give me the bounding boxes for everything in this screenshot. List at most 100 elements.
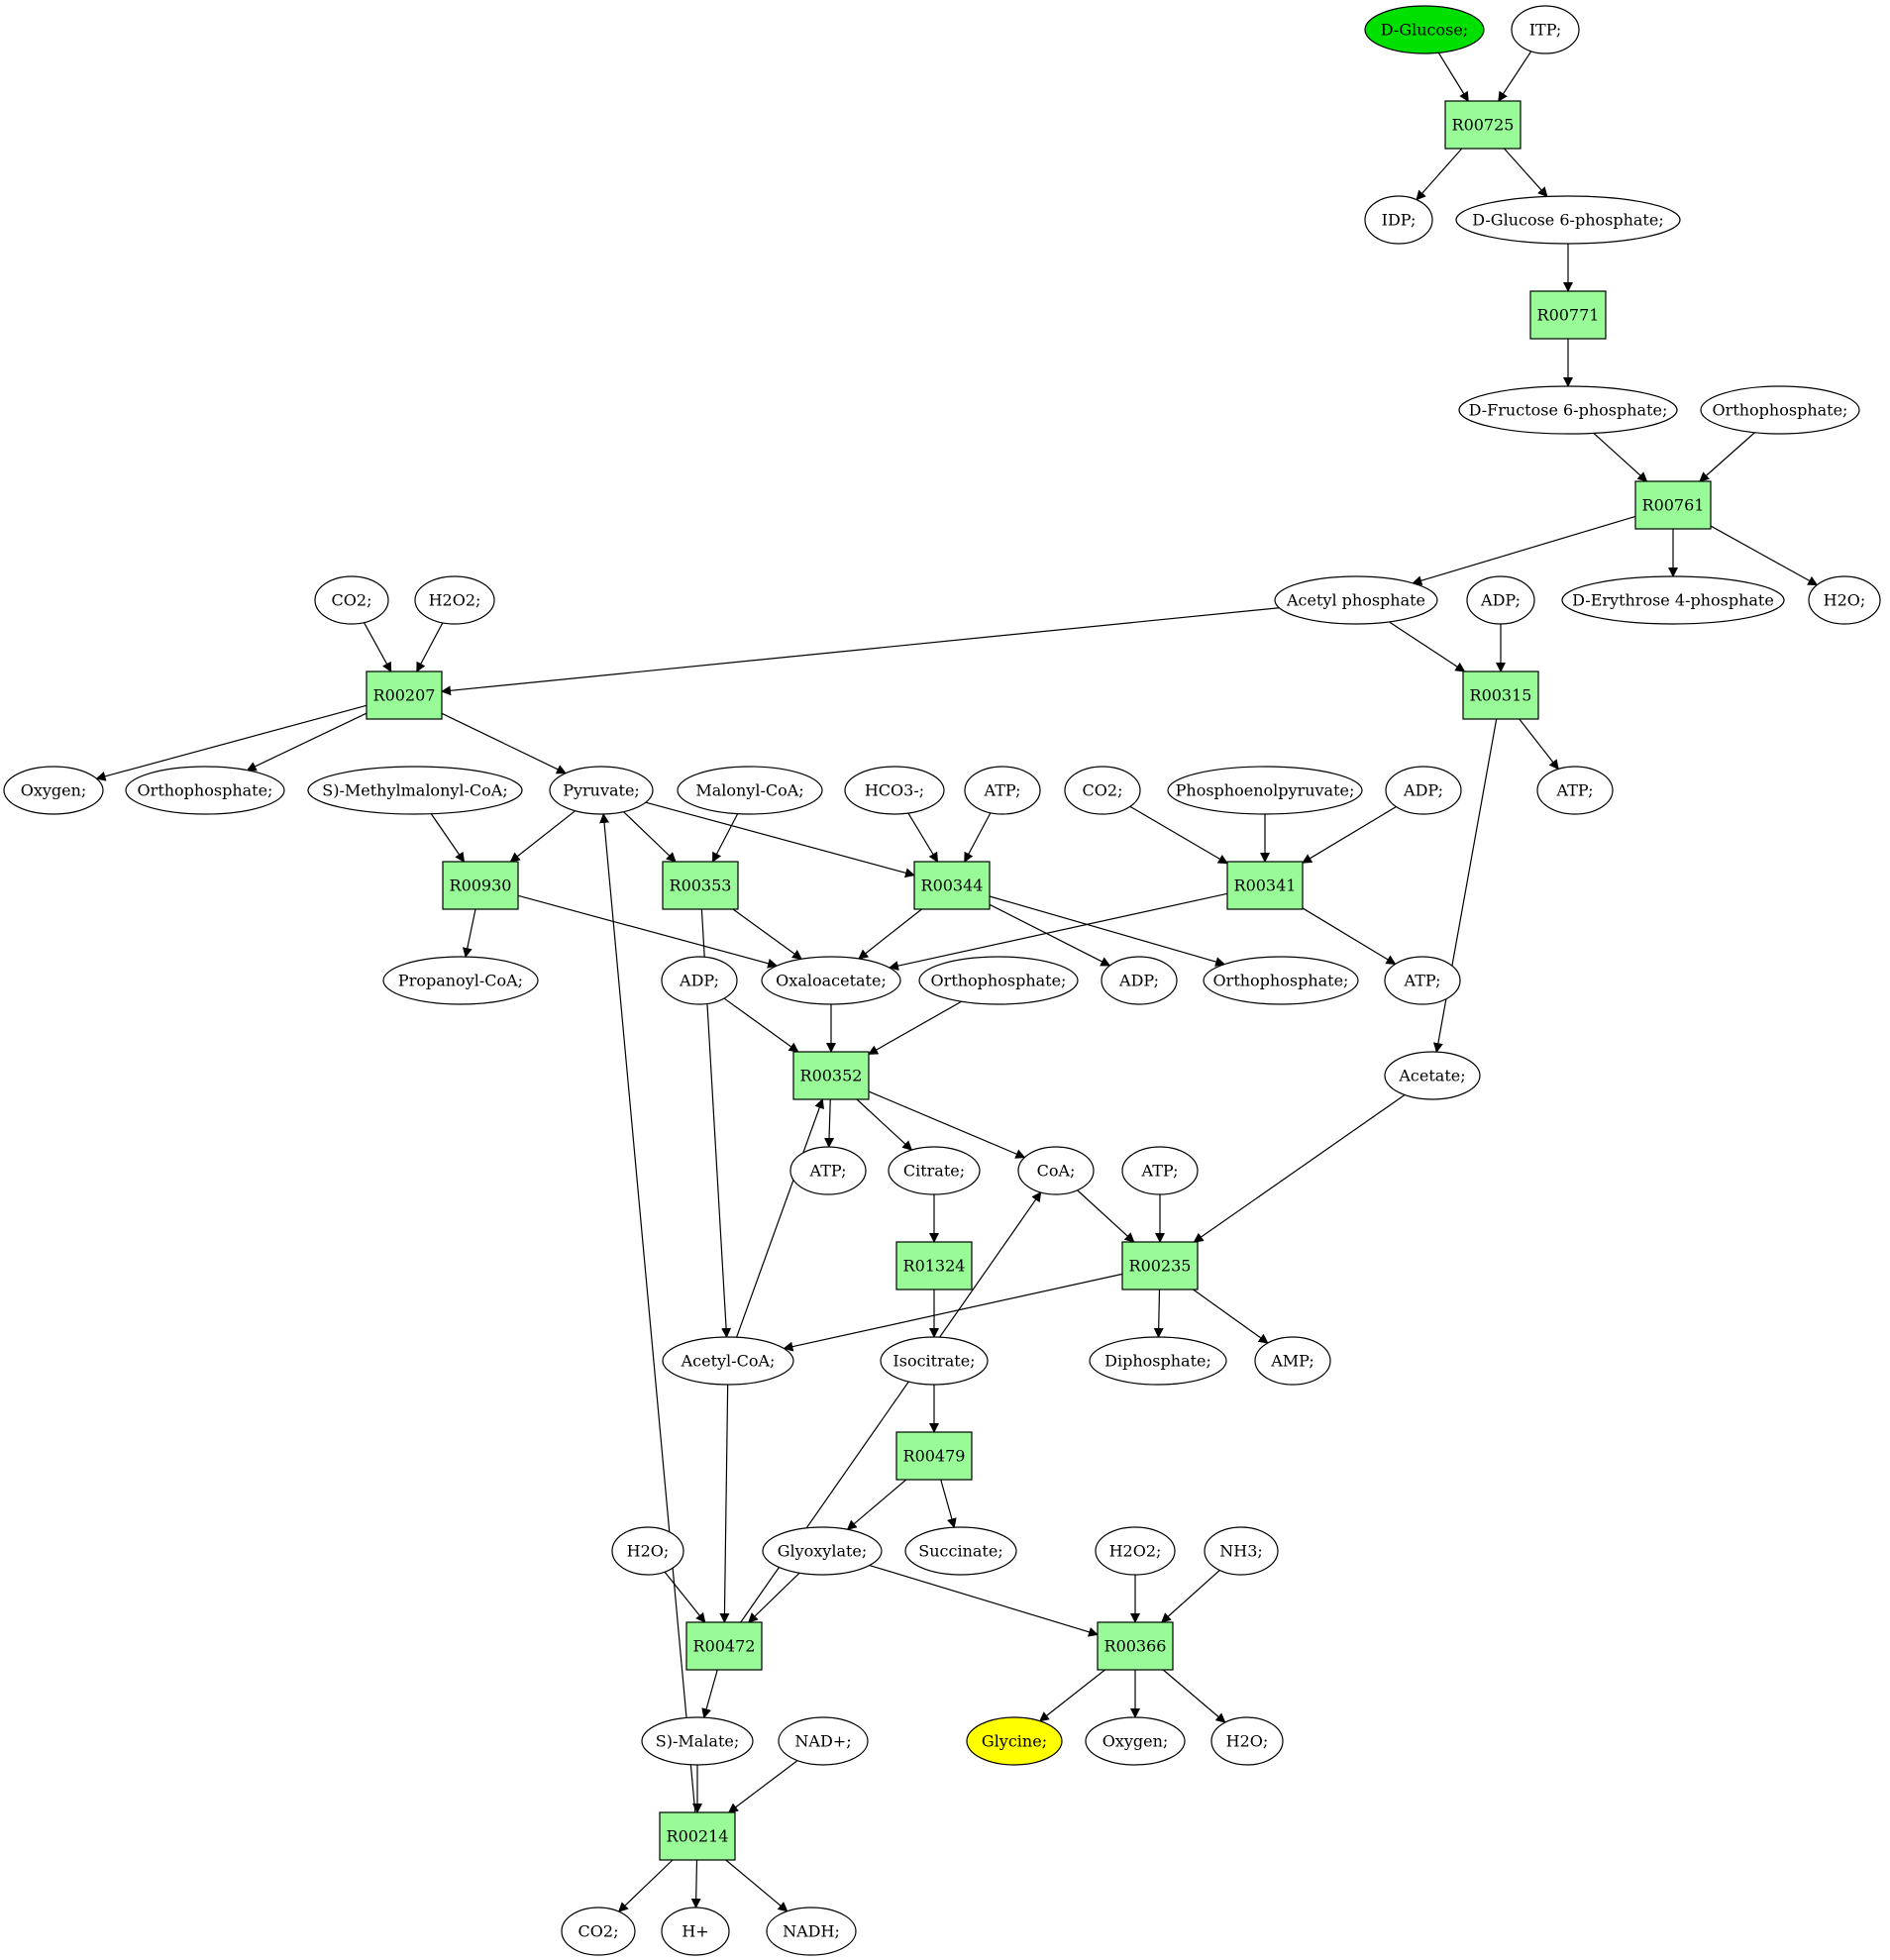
reaction-node-r00207: R00207 [366, 671, 443, 720]
compound-label: Acetyl-CoA; [681, 1352, 776, 1371]
compound-label: HCO3-; [865, 781, 924, 800]
compound-label: H2O2; [1109, 1542, 1162, 1561]
edge-acetylcoa-to-R00352 [736, 1098, 824, 1338]
edge-pyruvate-to-R00930 [509, 810, 577, 863]
reaction-node-r00341: R00341 [1226, 861, 1304, 910]
reaction-box [685, 1621, 763, 1671]
compound-label: Citrate; [903, 1162, 965, 1181]
reaction-label: R00353 [670, 877, 732, 895]
compound-label: Pyruvate; [563, 781, 640, 800]
compound-label: D-Glucose 6-phosphate; [1472, 211, 1663, 230]
compound-node-pep: Phosphoenolpyruvate; [1167, 766, 1363, 815]
edge-adp2-to-R00341 [1302, 806, 1397, 864]
compound-node-pyruvate: Pyruvate; [549, 766, 654, 815]
compound-label: ATP; [1404, 972, 1441, 990]
compound-node-succinate: Succinate; [904, 1526, 1017, 1576]
compound-ellipse [1274, 575, 1438, 625]
edge-h2o2a-to-R00207 [416, 622, 444, 672]
compound-node-atp2: ATP; [1536, 766, 1614, 815]
compound-label: ADP; [1118, 972, 1159, 990]
compound-label: Orthophosphate; [931, 972, 1067, 990]
compound-ellipse [1210, 1716, 1284, 1766]
reaction-box [1462, 671, 1539, 720]
reaction-node-r00214: R00214 [659, 1811, 736, 1861]
compound-node-orthop4: Orthophosphate; [1203, 956, 1359, 1005]
compound-ellipse [778, 1716, 869, 1766]
reaction-box [895, 1431, 973, 1481]
compound-node-orthop1: Orthophosphate; [1700, 385, 1860, 435]
reaction-label: R00366 [1104, 1637, 1167, 1656]
compound-label: Acetyl phosphate [1286, 591, 1425, 610]
compound-node-diphosphate: Diphosphate; [1089, 1336, 1227, 1386]
edge-co2a-to-R00207 [363, 622, 392, 672]
compound-ellipse [1384, 1051, 1481, 1100]
compound-label: H2O; [1824, 591, 1866, 610]
reaction-label: R00479 [903, 1447, 966, 1466]
compound-node-dglucose: D-Glucose; [1364, 5, 1485, 54]
compound-ellipse [3, 766, 104, 815]
compound-node-hplus: H+ [661, 1907, 730, 1956]
compound-node-citrate: Citrate; [888, 1146, 981, 1195]
compound-node-atp4: ATP; [789, 1146, 867, 1195]
compound-node-atp1: ATP; [964, 766, 1041, 815]
reaction-label: R00235 [1129, 1257, 1192, 1276]
compound-label: Oxaloacetate; [776, 972, 887, 990]
compound-label: ITP; [1529, 21, 1562, 40]
edge-R00344-to-adp4 [989, 903, 1111, 967]
compound-node-oxygen2: Oxygen; [1085, 1716, 1186, 1766]
compound-node-propcoa: Propanoyl-CoA; [382, 956, 539, 1005]
compound-node-smalate: S)-Malate; [641, 1716, 754, 1766]
compound-ellipse [314, 575, 389, 625]
compound-label: NADH; [783, 1922, 840, 1941]
compound-label: H2O; [1226, 1732, 1269, 1751]
compound-node-h2o2a: H2O2; [414, 575, 495, 625]
compound-node-atp3: ATP; [1384, 956, 1461, 1005]
reaction-label: R00341 [1234, 877, 1297, 895]
compound-ellipse [1121, 1146, 1199, 1195]
compound-label: ADP; [1403, 781, 1443, 800]
edge-R00761-to-acetylp [1412, 515, 1636, 586]
reaction-box [662, 861, 739, 910]
edge-malonylcoa-to-R00353 [711, 813, 739, 863]
compound-ellipse [966, 1716, 1063, 1766]
compound-ellipse [1455, 195, 1681, 245]
edge-R00214-to-nadh [725, 1859, 788, 1912]
compound-ellipse [1385, 766, 1462, 815]
edge-R00207-to-oxygen1 [95, 704, 368, 781]
compound-node-idp: IDP; [1364, 195, 1433, 245]
edge-R00341-to-atp3 [1302, 907, 1397, 965]
reaction-label: R00344 [921, 877, 984, 895]
compound-ellipse [1203, 956, 1359, 1005]
node-layer: D-Glucose; ITP; IDP; D-Glucose 6-phosphate;… [3, 5, 1881, 1956]
edge-R00366-to-glycine [1038, 1669, 1105, 1722]
compound-ellipse [1095, 1526, 1176, 1576]
edge-R00472-to-smalate [701, 1669, 718, 1719]
edge-R00235-to-amp [1193, 1289, 1269, 1344]
compound-node-amp: AMP; [1254, 1336, 1331, 1386]
compound-node-nadh: NADH; [766, 1907, 857, 1956]
edge-itp-to-R00725 [1498, 51, 1532, 102]
compound-label: H+ [682, 1922, 708, 1941]
compound-node-g6p: D-Glucose 6-phosphate; [1455, 195, 1681, 245]
edge-glyoxylate-to-R00366 [869, 1564, 1099, 1637]
edge-R00344-to-oxaloacetate [858, 908, 922, 960]
compound-label: CO2; [332, 591, 372, 610]
compound-node-co2a: CO2; [314, 575, 389, 625]
compound-ellipse [611, 1526, 684, 1576]
compound-label: ADP; [1480, 591, 1521, 610]
reaction-node-r00479: R00479 [895, 1431, 973, 1481]
reaction-label: R00771 [1537, 306, 1600, 325]
reaction-box [366, 671, 443, 720]
compound-label: NAD+; [794, 1732, 851, 1751]
compound-node-acetylcoa: Acetyl-CoA; [662, 1336, 794, 1386]
compound-ellipse [904, 1526, 1017, 1576]
compound-ellipse [1167, 766, 1363, 815]
compound-label: Phosphoenolpyruvate; [1176, 781, 1355, 800]
compound-ellipse [1700, 385, 1860, 435]
reaction-label: R00315 [1470, 686, 1532, 705]
compound-label: ATP; [1556, 781, 1594, 800]
compound-node-adp2: ADP; [1385, 766, 1462, 815]
compound-label: Orthophosphate; [1713, 401, 1848, 420]
edge-R00761-to-h2o1 [1710, 525, 1819, 586]
reaction-box [792, 1051, 870, 1100]
